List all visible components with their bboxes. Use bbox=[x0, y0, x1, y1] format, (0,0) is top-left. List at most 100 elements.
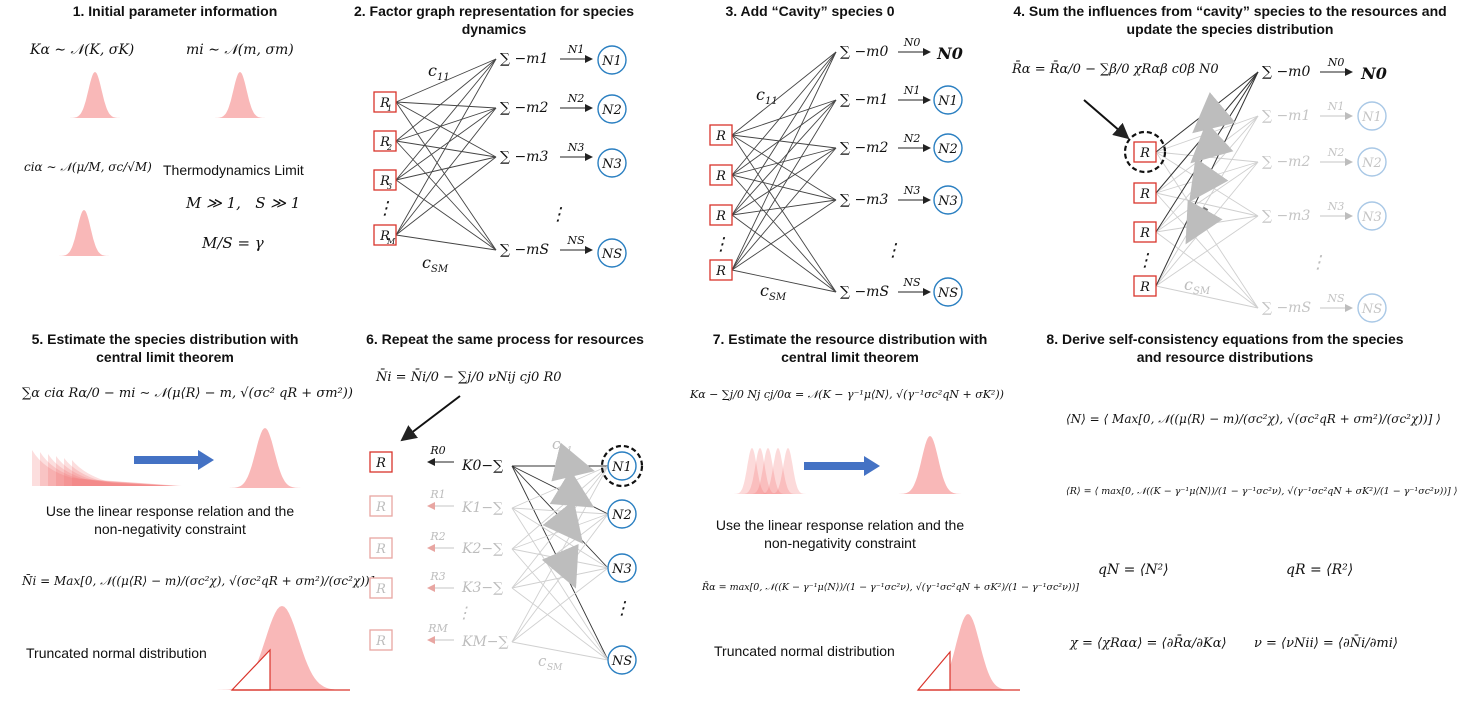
skewed-resource-3 bbox=[758, 448, 798, 494]
update-species-n3 bbox=[1357, 201, 1387, 231]
truncated-normal bbox=[212, 606, 352, 690]
update-species-n1 bbox=[1357, 101, 1387, 131]
skewed-distribution-5 bbox=[72, 460, 172, 486]
sum-node-0: ∑ −m1 bbox=[500, 51, 548, 67]
cavity-graph-edge bbox=[731, 174, 837, 201]
update-resource-rm bbox=[1133, 275, 1157, 297]
gaussian-c bbox=[56, 210, 112, 256]
flow-label-1: N2 bbox=[567, 92, 585, 105]
cavity-species-n2 bbox=[933, 133, 963, 163]
resource-subscript: 2 bbox=[386, 143, 392, 152]
repeat-species-n3-label: N3 bbox=[611, 562, 632, 577]
cavity-graph-edge bbox=[731, 147, 837, 271]
nu-equation: ν = ⟨νNii⟩ = ⟨∂N̄i/∂mi⟩ bbox=[1254, 636, 1398, 651]
resource-subscript: M bbox=[386, 237, 396, 246]
factor-edge bbox=[395, 58, 497, 236]
cavity-species-n3-label: N3 bbox=[937, 194, 958, 209]
resource-node-r3 bbox=[373, 169, 397, 191]
flow-label-1: N1 bbox=[1327, 100, 1345, 113]
flow-label-0: N1 bbox=[567, 43, 585, 56]
cavity-resource-r1-label: R bbox=[715, 129, 726, 144]
resource-clt-arrow-head bbox=[864, 456, 880, 476]
resource-edge bbox=[511, 465, 609, 589]
resource-ellipsis: ⋮ bbox=[712, 234, 730, 255]
cavity-graph-edge bbox=[731, 51, 837, 216]
resource-node-r1-label: R bbox=[379, 96, 390, 111]
species-node-n3 bbox=[597, 148, 627, 178]
resource-normal-result bbox=[895, 436, 965, 494]
update-sum-node-0: ∑ −m0 bbox=[1262, 64, 1310, 80]
resource-ellipsis: ⋮ bbox=[456, 603, 472, 622]
cavity-highlight-r1 bbox=[1123, 130, 1167, 174]
species-node-n1 bbox=[597, 45, 627, 75]
edge-label-c11: c bbox=[552, 435, 561, 453]
cavity-species-n0: N0 bbox=[936, 44, 963, 63]
cavity-highlight-n1 bbox=[600, 444, 644, 488]
resource-sum-equation: Kα − ∑j/0 Nj cj/0α = 𝒩(K − γ⁻¹μ⟨N⟩, √(γ⁻… bbox=[690, 388, 1004, 401]
cavity-graph-edge bbox=[731, 99, 837, 136]
update-resource-r3-label: R bbox=[1139, 226, 1150, 241]
resource-max-equation: R̄α = max[0, 𝒩((K − γ⁻¹μ⟨N⟩)/(1 − γ⁻¹σc²… bbox=[702, 582, 1080, 593]
update-resource-r1 bbox=[1133, 141, 1157, 163]
cavity-graph-edge bbox=[731, 174, 837, 293]
resource-ellipsis: ⋮ bbox=[1136, 250, 1154, 271]
resource-node-r3-label: R bbox=[379, 174, 390, 189]
cavity-graph-edge bbox=[731, 147, 837, 216]
K-distribution: Kα ∼ 𝒩(K, σK) bbox=[30, 42, 135, 58]
influence-arrow-3 bbox=[1185, 199, 1223, 245]
panel-8-title: 8. Derive self-consistency equations fro… bbox=[1046, 331, 1404, 365]
resource-linear-response-caption: Use the linear response relation and the… bbox=[715, 517, 965, 551]
repeat-species-n1 bbox=[607, 451, 637, 481]
cavity-species-n3 bbox=[933, 185, 963, 215]
update-sum-node-3: ∑ −m3 bbox=[1262, 208, 1310, 224]
repeat-resource-r0 bbox=[369, 451, 393, 473]
cavity-graph-edge bbox=[731, 134, 837, 293]
skewed-distribution-1 bbox=[40, 452, 180, 486]
update-sum-node-5: ∑ −mS bbox=[1262, 300, 1311, 316]
resource-subscript: 3 bbox=[387, 182, 392, 191]
species-linear-response-caption: Use the linear response relation and the… bbox=[45, 503, 295, 537]
cavity-graph-edge bbox=[731, 134, 837, 201]
cavity-edge bbox=[1155, 71, 1259, 233]
update-resource-r3 bbox=[1133, 221, 1157, 243]
edge-label-cSM-sub: SM bbox=[431, 264, 449, 275]
factor-edge bbox=[395, 58, 497, 142]
sum-ellipsis: ⋮ bbox=[884, 240, 902, 261]
species-node-ns bbox=[597, 238, 627, 268]
edge-label-cSM: c bbox=[760, 281, 769, 300]
species-node-ns-label: NS bbox=[601, 247, 622, 262]
cavity-sum-node-0: ∑ −m0 bbox=[840, 44, 888, 60]
resource-influence-arrow-3 bbox=[541, 543, 579, 589]
flow-label-5: NS bbox=[1326, 292, 1345, 305]
resource-flow-label-1: R1 bbox=[429, 488, 445, 501]
resource-node-r2 bbox=[373, 130, 397, 152]
update-species-ns bbox=[1357, 293, 1387, 323]
sum-node-1: ∑ −m2 bbox=[500, 100, 548, 116]
resource-cavity-equation: N̄i = N̄i/0 − ∑j/0 νNij cj0 R0 bbox=[376, 370, 562, 385]
flow-label-3: N3 bbox=[903, 184, 921, 197]
edge-label-cSM-sub: SM bbox=[547, 663, 563, 673]
cavity-sum-node-2: ∑ −m2 bbox=[840, 140, 888, 156]
faded-edge bbox=[1155, 151, 1259, 217]
repeat-resource-r2-label: R bbox=[375, 542, 386, 557]
factor-edge bbox=[395, 101, 497, 158]
panel-5-title: 5. Estimate the species distribution wit… bbox=[31, 331, 299, 365]
limit-equation: M ≫ 1, S ≫ 1 bbox=[186, 194, 301, 212]
resource-influence-arrow-2 bbox=[542, 500, 584, 544]
cavity-species-ns bbox=[933, 277, 963, 307]
gaussian-m bbox=[212, 72, 268, 118]
gaussian-K bbox=[67, 72, 123, 118]
cavity-graph-edge bbox=[731, 51, 837, 136]
repeat-species-ns-label: NS bbox=[611, 654, 632, 669]
flow-label-3: N3 bbox=[1327, 200, 1345, 213]
resource-node-rm bbox=[373, 224, 397, 246]
species-ellipsis: ⋮ bbox=[613, 598, 631, 619]
update-resource-r2 bbox=[1133, 182, 1157, 204]
factor-edge bbox=[395, 156, 497, 236]
resource-flow-label-3: R3 bbox=[429, 570, 445, 583]
faded-edge bbox=[1155, 115, 1259, 287]
skewed-distribution-3 bbox=[56, 456, 176, 486]
cavity-species-n2-label: N2 bbox=[937, 142, 958, 157]
equation-pointer-arrow bbox=[1083, 99, 1130, 140]
cavity-resource-r3 bbox=[709, 204, 733, 226]
